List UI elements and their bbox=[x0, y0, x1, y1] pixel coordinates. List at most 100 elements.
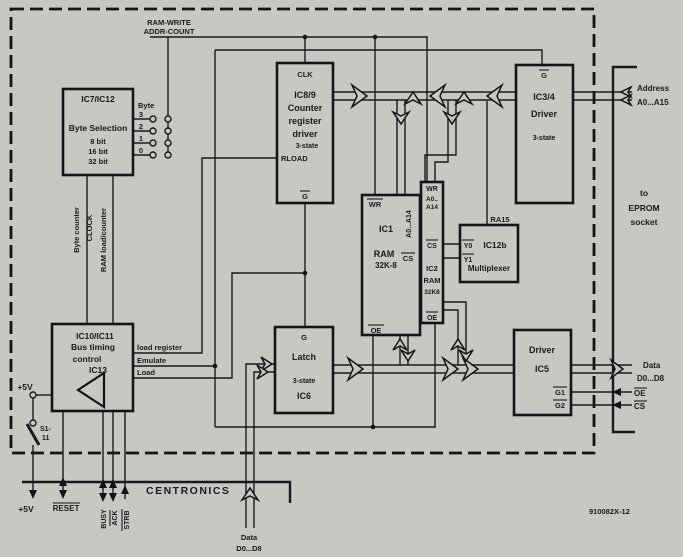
power-switch-contacts[interactable] bbox=[29, 391, 37, 427]
ram1-size: 32K-8 bbox=[375, 261, 397, 270]
counter-mode: 3-state bbox=[296, 143, 319, 150]
eprom-socket-label: socket bbox=[631, 217, 658, 227]
amplifier-triangle-icon bbox=[75, 370, 106, 410]
ack-label: ACK bbox=[112, 510, 119, 525]
block-ram1 bbox=[360, 193, 422, 337]
ram1-oe-pin: OE bbox=[371, 326, 382, 335]
wire-byte-select-pins bbox=[133, 118, 150, 156]
address-range-label: A0...A15 bbox=[637, 98, 669, 107]
wire-byte-clock-lines bbox=[86, 175, 114, 324]
addr-driver-mode: 3-state bbox=[533, 135, 556, 142]
byte-selection-name: Byte Selection bbox=[69, 123, 128, 133]
byte-selection-title: IC7/IC12 bbox=[81, 94, 115, 104]
ram1-cs-pin: CS bbox=[403, 254, 413, 263]
addr-count-label: ADDR-COUNT bbox=[144, 27, 195, 36]
centronics-connector-line bbox=[22, 480, 292, 503]
block-bus-timing bbox=[50, 322, 135, 413]
block-counter-register-driver bbox=[275, 61, 335, 205]
latch-sub: IC6 bbox=[297, 391, 311, 401]
eprom-label: EPROM bbox=[628, 203, 659, 213]
eprom-to-label: to bbox=[640, 188, 648, 198]
clock-label: CLOCK bbox=[85, 214, 94, 241]
byte-group-label: Byte bbox=[138, 101, 154, 110]
signal-arrowheads bbox=[29, 388, 621, 502]
byte-selection-opt-32: 32 bit bbox=[88, 157, 108, 166]
counter-g-pin: G bbox=[302, 192, 308, 201]
data-driver-g1-pin: G1 bbox=[555, 388, 565, 397]
ram-write-label: RAM-WRITE bbox=[147, 18, 191, 27]
emulate-label: Emulate bbox=[137, 356, 166, 365]
ram1-wr-pin: WR bbox=[369, 200, 382, 209]
ram2-cs-pin: CS bbox=[427, 243, 437, 250]
address-bus bbox=[333, 91, 632, 195]
data-driver-g2-pin: G2 bbox=[555, 401, 565, 410]
byte-pin-2: 2 bbox=[139, 122, 143, 131]
ram1-title: IC1 bbox=[379, 224, 393, 234]
ram2-title: IC2 bbox=[426, 264, 438, 273]
right-cs-label: CS bbox=[634, 402, 646, 411]
junction-dots bbox=[212, 34, 378, 430]
centronics-label: CENTRONICS bbox=[146, 485, 230, 497]
block-ram2 bbox=[419, 180, 445, 325]
bus-timing-sub: IC13 bbox=[89, 365, 107, 375]
counter-line1: Counter bbox=[288, 103, 323, 113]
addr-driver-role: Driver bbox=[531, 109, 558, 119]
eprom-socket-bracket bbox=[611, 65, 637, 434]
bus-timing-line2: control bbox=[73, 354, 102, 364]
switch-label-1: S1- bbox=[40, 426, 52, 433]
wire-ic5-enables bbox=[571, 391, 632, 406]
bottom-data-range-label: D0...D8 bbox=[236, 544, 261, 553]
wire-centronics-control bbox=[62, 411, 126, 500]
wire-load-register-to-rload bbox=[133, 157, 277, 354]
byte-select-jumpers[interactable] bbox=[149, 115, 172, 159]
strb-label: STRB bbox=[124, 510, 131, 529]
byte-counter-label: Byte counter bbox=[72, 207, 81, 253]
ram2-wr-pin: WR bbox=[426, 186, 438, 193]
ram2-addr1: A0.. bbox=[426, 196, 438, 203]
wire-ram-write-addr-count bbox=[150, 36, 428, 195]
busy-label: BUSY bbox=[101, 509, 108, 529]
addr-driver-title: IC3/4 bbox=[533, 92, 555, 102]
byte-selection-opt-16: 16 bit bbox=[88, 147, 108, 156]
counter-title: IC8/9 bbox=[294, 90, 316, 100]
data-driver-title: IC5 bbox=[535, 364, 549, 374]
load-label: Load bbox=[137, 368, 155, 377]
ram1-addr-pin: A0...A14 bbox=[406, 210, 413, 238]
reset-label: RESET bbox=[53, 504, 80, 513]
wire-emulate-net bbox=[133, 49, 543, 428]
mux-ra15-label: RA15 bbox=[490, 215, 509, 224]
latch-title: Latch bbox=[292, 352, 316, 362]
block-multiplexer bbox=[458, 223, 520, 284]
block-byte-selection bbox=[61, 87, 135, 177]
byte-pin-3: 3 bbox=[139, 110, 143, 119]
ram2-addr2: A14 bbox=[426, 204, 438, 211]
bus-arrows bbox=[239, 82, 633, 502]
byte-selection-opt-8: 8 bit bbox=[90, 137, 106, 146]
right-oe-label: OE bbox=[634, 389, 646, 398]
drawing-code: 910082X-12 bbox=[589, 507, 630, 516]
load-register-label: load register bbox=[137, 343, 182, 352]
mux-y1-pin: Y1 bbox=[464, 257, 473, 264]
bottom-data-label: Data bbox=[241, 533, 258, 542]
dashed-enclosure-border bbox=[9, 7, 596, 455]
counter-line2: register bbox=[288, 116, 322, 126]
ram2-size: 32K8 bbox=[424, 289, 440, 296]
switch-label-2: 11 bbox=[42, 435, 50, 442]
block-latch bbox=[273, 325, 335, 415]
wire-5v-switch bbox=[25, 394, 52, 491]
ram2-role: RAM bbox=[423, 276, 440, 285]
counter-clk-pin: CLK bbox=[297, 70, 313, 79]
byte-pin-0: 0 bbox=[139, 146, 143, 155]
bus-timing-title: IC10/IC11 bbox=[76, 331, 114, 341]
mux-y0-pin: Y0 bbox=[464, 243, 473, 250]
block-address-driver bbox=[514, 63, 575, 205]
latch-mode: 3-state bbox=[293, 378, 316, 385]
byte-pin-1: 1 bbox=[139, 134, 143, 143]
wire-load-to-latch-g bbox=[133, 203, 306, 379]
mux-role: Multiplexer bbox=[468, 264, 510, 273]
bus-timing-line1: Bus timing bbox=[71, 342, 115, 352]
addr-driver-g-pin: G bbox=[541, 71, 547, 80]
v5-bottom-label: +5V bbox=[18, 504, 34, 514]
mux-title: IC12b bbox=[483, 240, 506, 250]
